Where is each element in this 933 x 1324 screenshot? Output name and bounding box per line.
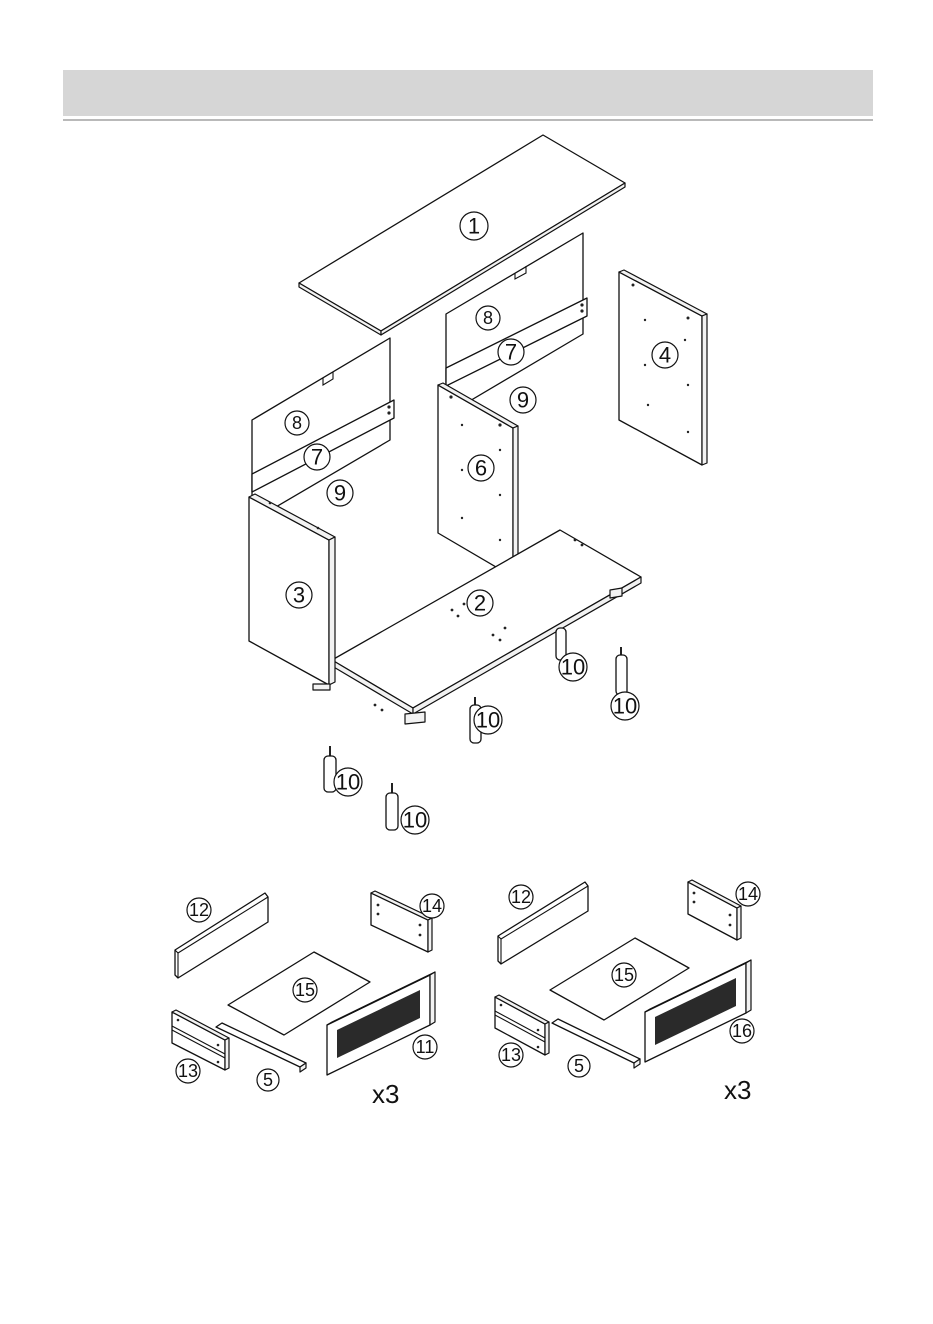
- callout-d2-15-label: 15: [614, 965, 634, 985]
- callout-9b: 9: [327, 480, 353, 506]
- callout-6-label: 6: [475, 456, 487, 481]
- callout-d2-14-label: 14: [738, 884, 758, 904]
- callout-4: 4: [652, 342, 678, 368]
- callout-d2-5-label: 5: [574, 1056, 584, 1076]
- callout-d2-16: 16: [730, 1019, 754, 1043]
- callout-10e-label: 10: [403, 808, 427, 833]
- callout-2: 2: [467, 590, 493, 616]
- callout-10b: 10: [611, 692, 639, 720]
- callout-d2-13: 13: [499, 1043, 523, 1067]
- callout-d1-14-label: 14: [422, 896, 442, 916]
- callout-7a: 7: [498, 339, 524, 365]
- callout-8a-label: 8: [483, 308, 493, 328]
- drawer-left-quantity: x3: [372, 1079, 399, 1109]
- callout-9a-label: 9: [517, 388, 529, 413]
- drawer-right-side-right: [688, 880, 741, 940]
- callout-d1-13-label: 13: [178, 1061, 198, 1081]
- callout-10a: 10: [559, 653, 587, 681]
- callout-3-label: 3: [293, 583, 305, 608]
- drawer-right-runner: [552, 1019, 640, 1068]
- callout-d2-12-label: 12: [511, 887, 531, 907]
- callout-7a-label: 7: [505, 340, 517, 365]
- callout-8b: 8: [285, 411, 309, 435]
- callout-7b-label: 7: [311, 445, 323, 470]
- callout-d1-12-label: 12: [189, 900, 209, 920]
- callout-d2-5: 5: [568, 1055, 590, 1077]
- callout-d1-15: 15: [293, 978, 317, 1002]
- callout-d1-11: 11: [413, 1035, 437, 1059]
- leg-2: [616, 647, 627, 695]
- leg-5: [386, 783, 398, 830]
- callout-10e: 10: [401, 806, 429, 834]
- callout-10d-label: 10: [336, 770, 360, 795]
- callout-10c: 10: [474, 706, 502, 734]
- callout-7b: 7: [304, 444, 330, 470]
- callout-d2-16-label: 16: [732, 1021, 752, 1041]
- callout-d1-14: 14: [420, 894, 444, 918]
- callout-9a: 9: [510, 387, 536, 413]
- callout-d1-15-label: 15: [295, 980, 315, 1000]
- callout-2-label: 2: [474, 591, 486, 616]
- drawer-right-quantity: x3: [724, 1075, 751, 1105]
- callout-d1-12: 12: [187, 898, 211, 922]
- callout-d1-5: 5: [257, 1069, 279, 1091]
- callout-1-label: 1: [468, 214, 480, 239]
- callout-d2-13-label: 13: [501, 1045, 521, 1065]
- callout-8b-label: 8: [292, 413, 302, 433]
- callout-d1-13: 13: [176, 1059, 200, 1083]
- callout-10d: 10: [334, 768, 362, 796]
- callout-9b-label: 9: [334, 481, 346, 506]
- callout-3: 3: [286, 582, 312, 608]
- callout-d2-12: 12: [509, 885, 533, 909]
- callout-10a-label: 10: [561, 655, 585, 680]
- callout-d1-5-label: 5: [263, 1070, 273, 1090]
- callout-4-label: 4: [659, 343, 671, 368]
- callout-10c-label: 10: [476, 708, 500, 733]
- callout-d2-15: 15: [612, 963, 636, 987]
- callout-d2-14: 14: [736, 882, 760, 906]
- callout-1: 1: [460, 212, 488, 240]
- callout-d1-11-label: 11: [416, 1037, 435, 1057]
- callout-10b-label: 10: [613, 694, 637, 719]
- callout-8a: 8: [476, 306, 500, 330]
- callout-6: 6: [468, 455, 494, 481]
